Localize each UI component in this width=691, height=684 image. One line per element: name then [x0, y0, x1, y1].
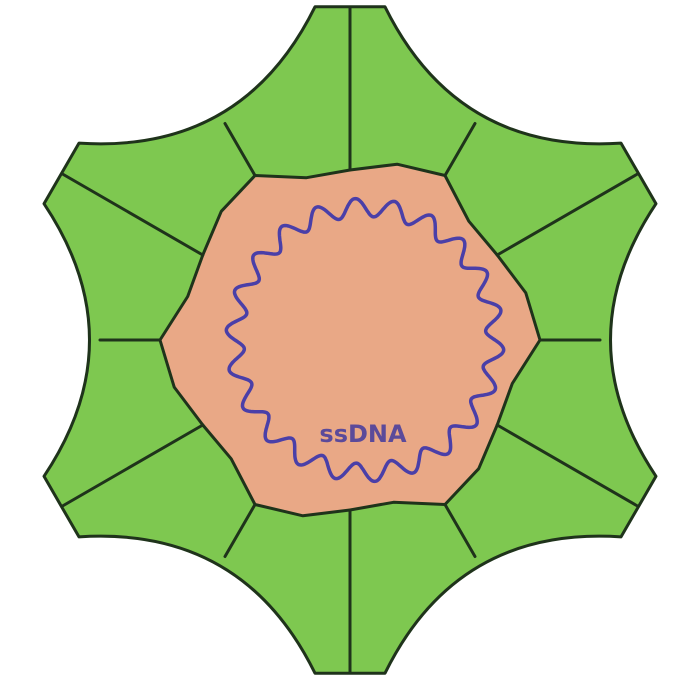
ssdna-label: ssDNA	[319, 420, 407, 448]
